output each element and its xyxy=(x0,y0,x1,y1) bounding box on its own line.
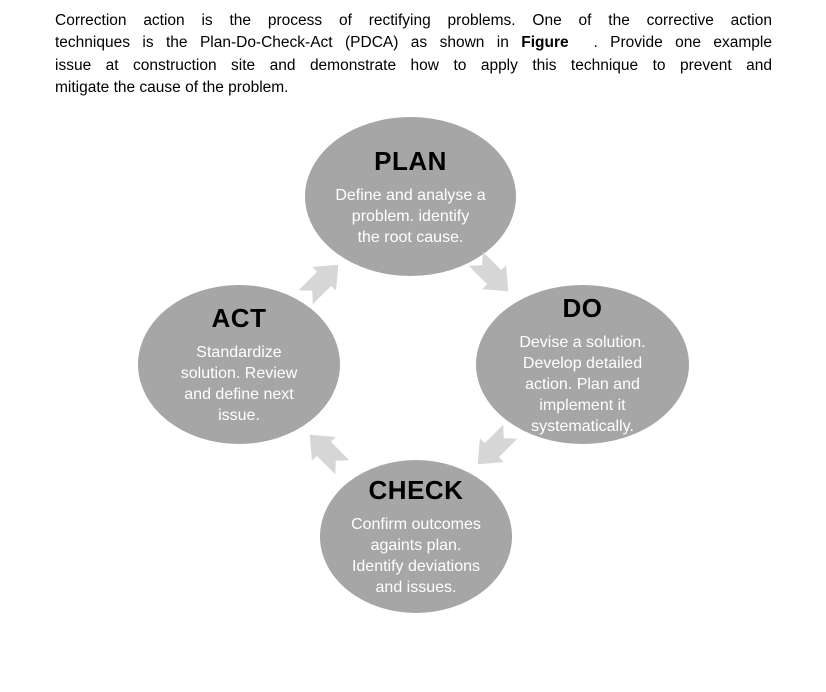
pdca-node-plan: PLAN Define and analyse a problem. ident… xyxy=(305,117,516,276)
node-title: PLAN xyxy=(374,145,447,176)
figure-reference: Figure xyxy=(521,34,569,52)
node-description: Devise a solution. Develop detailed acti… xyxy=(519,333,646,435)
pdca-node-check: CHECK Confirm outcomes againts plan. Ide… xyxy=(320,460,512,613)
pdca-node-do: DO Devise a solution. Develop detailed a… xyxy=(476,285,689,444)
arrow-do-to-check-icon xyxy=(460,414,528,482)
paragraph-text: techniques is the Plan-Do-Check-Act (PDC… xyxy=(55,34,522,52)
paragraph-line: techniques is the Plan-Do-Check-Act (PDC… xyxy=(55,32,772,54)
paragraph-text: mitigate the cause of the problem. xyxy=(55,79,289,97)
paragraph-text: issue at construction site and demonstra… xyxy=(55,56,772,74)
arrow-act-to-plan-icon xyxy=(288,247,356,315)
node-title: ACT xyxy=(211,303,267,333)
node-description: Define and analyse a problem. identify t… xyxy=(335,186,486,246)
paragraph-line: issue at construction site and demonstra… xyxy=(55,55,772,77)
paragraph-line: Correction action is the process of rect… xyxy=(55,10,772,32)
paragraph-line: mitigate the cause of the problem. xyxy=(55,77,772,99)
paragraph-text: . Provide one example xyxy=(568,34,772,52)
node-title: CHECK xyxy=(368,475,464,505)
pdca-node-act: ACT Standardize solution. Review and def… xyxy=(138,285,340,444)
arrow-plan-to-do-icon xyxy=(458,241,526,309)
node-description: Confirm outcomes againts plan. Identify … xyxy=(351,516,481,596)
paragraph-text: Correction action is the process of rect… xyxy=(55,12,772,29)
node-description: Standardize solution. Review and define … xyxy=(180,344,298,424)
node-title: DO xyxy=(562,292,603,323)
question-paragraph: Correction action is the process of rect… xyxy=(55,10,772,100)
arrow-check-to-act-icon xyxy=(292,417,360,485)
